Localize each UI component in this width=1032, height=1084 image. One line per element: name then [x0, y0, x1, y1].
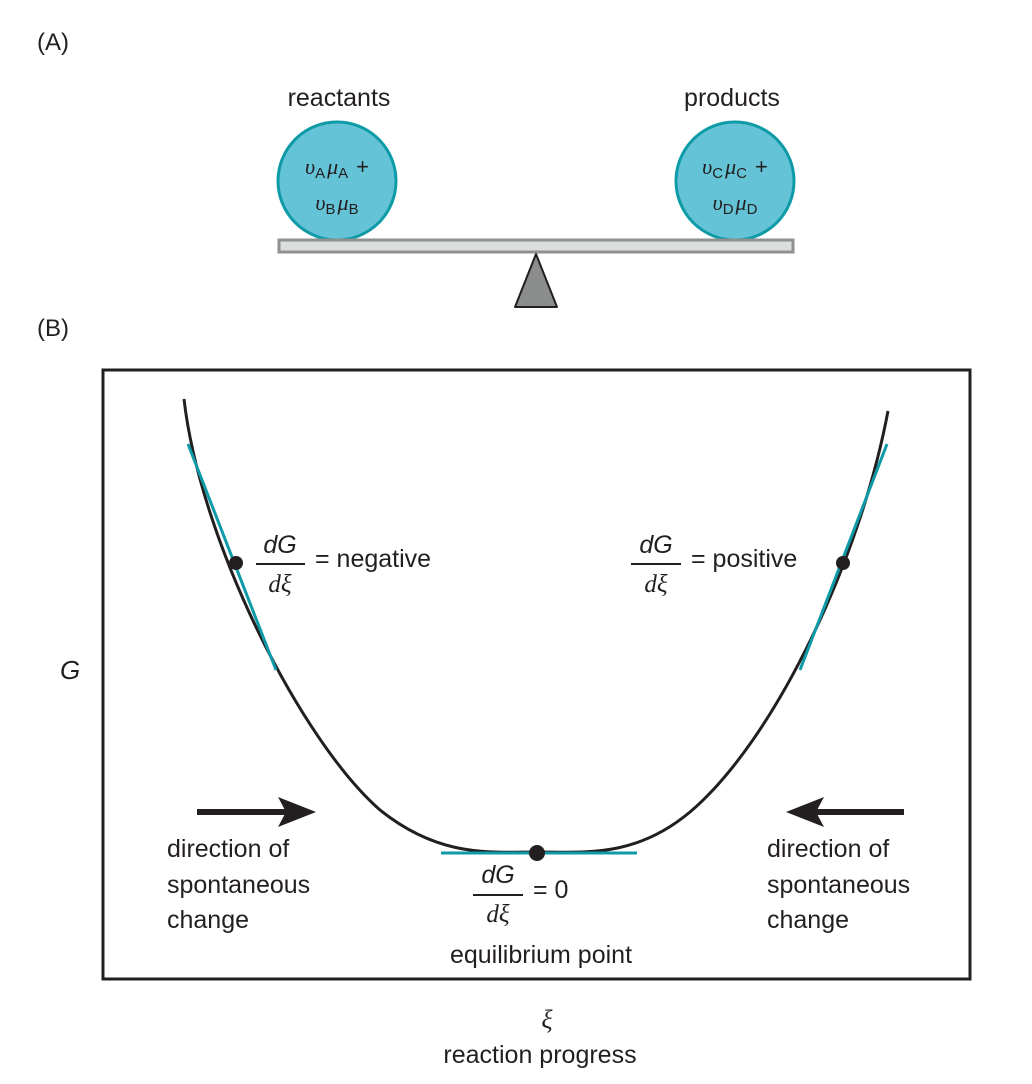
right-derivative-label: dG dξ = positive — [631, 531, 797, 598]
fulcrum-triangle — [514, 253, 558, 308]
svg-text:dξ: dξ — [268, 571, 292, 598]
equilibrium-point-caption: equilibrium point — [450, 941, 632, 969]
balance-beam — [277, 238, 795, 254]
left-derivative-label: dG dξ = negative — [256, 531, 431, 598]
right-point-dot — [836, 556, 850, 570]
right-direction-caption: direction of spontaneous change — [767, 835, 917, 934]
plot-frame — [101, 368, 972, 981]
svg-text:dG: dG — [481, 861, 514, 889]
right-direction-arrow — [786, 797, 904, 827]
panel-a-label: (A) — [37, 29, 69, 56]
reactants-sphere — [276, 120, 398, 242]
left-tangent-line — [186, 443, 278, 671]
products-title: products — [684, 84, 780, 112]
svg-text:= 0: = 0 — [533, 876, 568, 904]
left-direction-arrow — [197, 797, 316, 827]
equilibrium-point-dot — [529, 845, 545, 861]
left-point-dot — [229, 556, 243, 570]
svg-text:dG: dG — [263, 531, 296, 559]
left-direction-caption: direction of spontaneous change — [167, 835, 317, 934]
reactants-line-2: υBμB — [315, 190, 358, 218]
panel-b-label: (B) — [37, 315, 69, 342]
products-line-2: υDμD — [713, 190, 758, 218]
x-axis-label: reaction progress — [443, 1041, 636, 1069]
svg-text:= negative: = negative — [315, 545, 431, 573]
equilibrium-derivative-label: dG dξ = 0 — [473, 861, 568, 928]
reactants-title: reactants — [288, 84, 391, 112]
products-sphere — [674, 120, 796, 242]
svg-text:dξ: dξ — [486, 901, 510, 928]
y-axis-label: G — [60, 655, 80, 685]
products-line-1: υCμC+ — [702, 154, 768, 182]
x-axis-symbol: ξ — [541, 1005, 553, 1034]
gibbs-energy-curve — [182, 398, 890, 854]
reactants-line-1: υAμA+ — [305, 154, 369, 182]
svg-text:dξ: dξ — [644, 571, 668, 598]
svg-text:= positive: = positive — [691, 545, 797, 573]
svg-text:dG: dG — [639, 531, 672, 559]
